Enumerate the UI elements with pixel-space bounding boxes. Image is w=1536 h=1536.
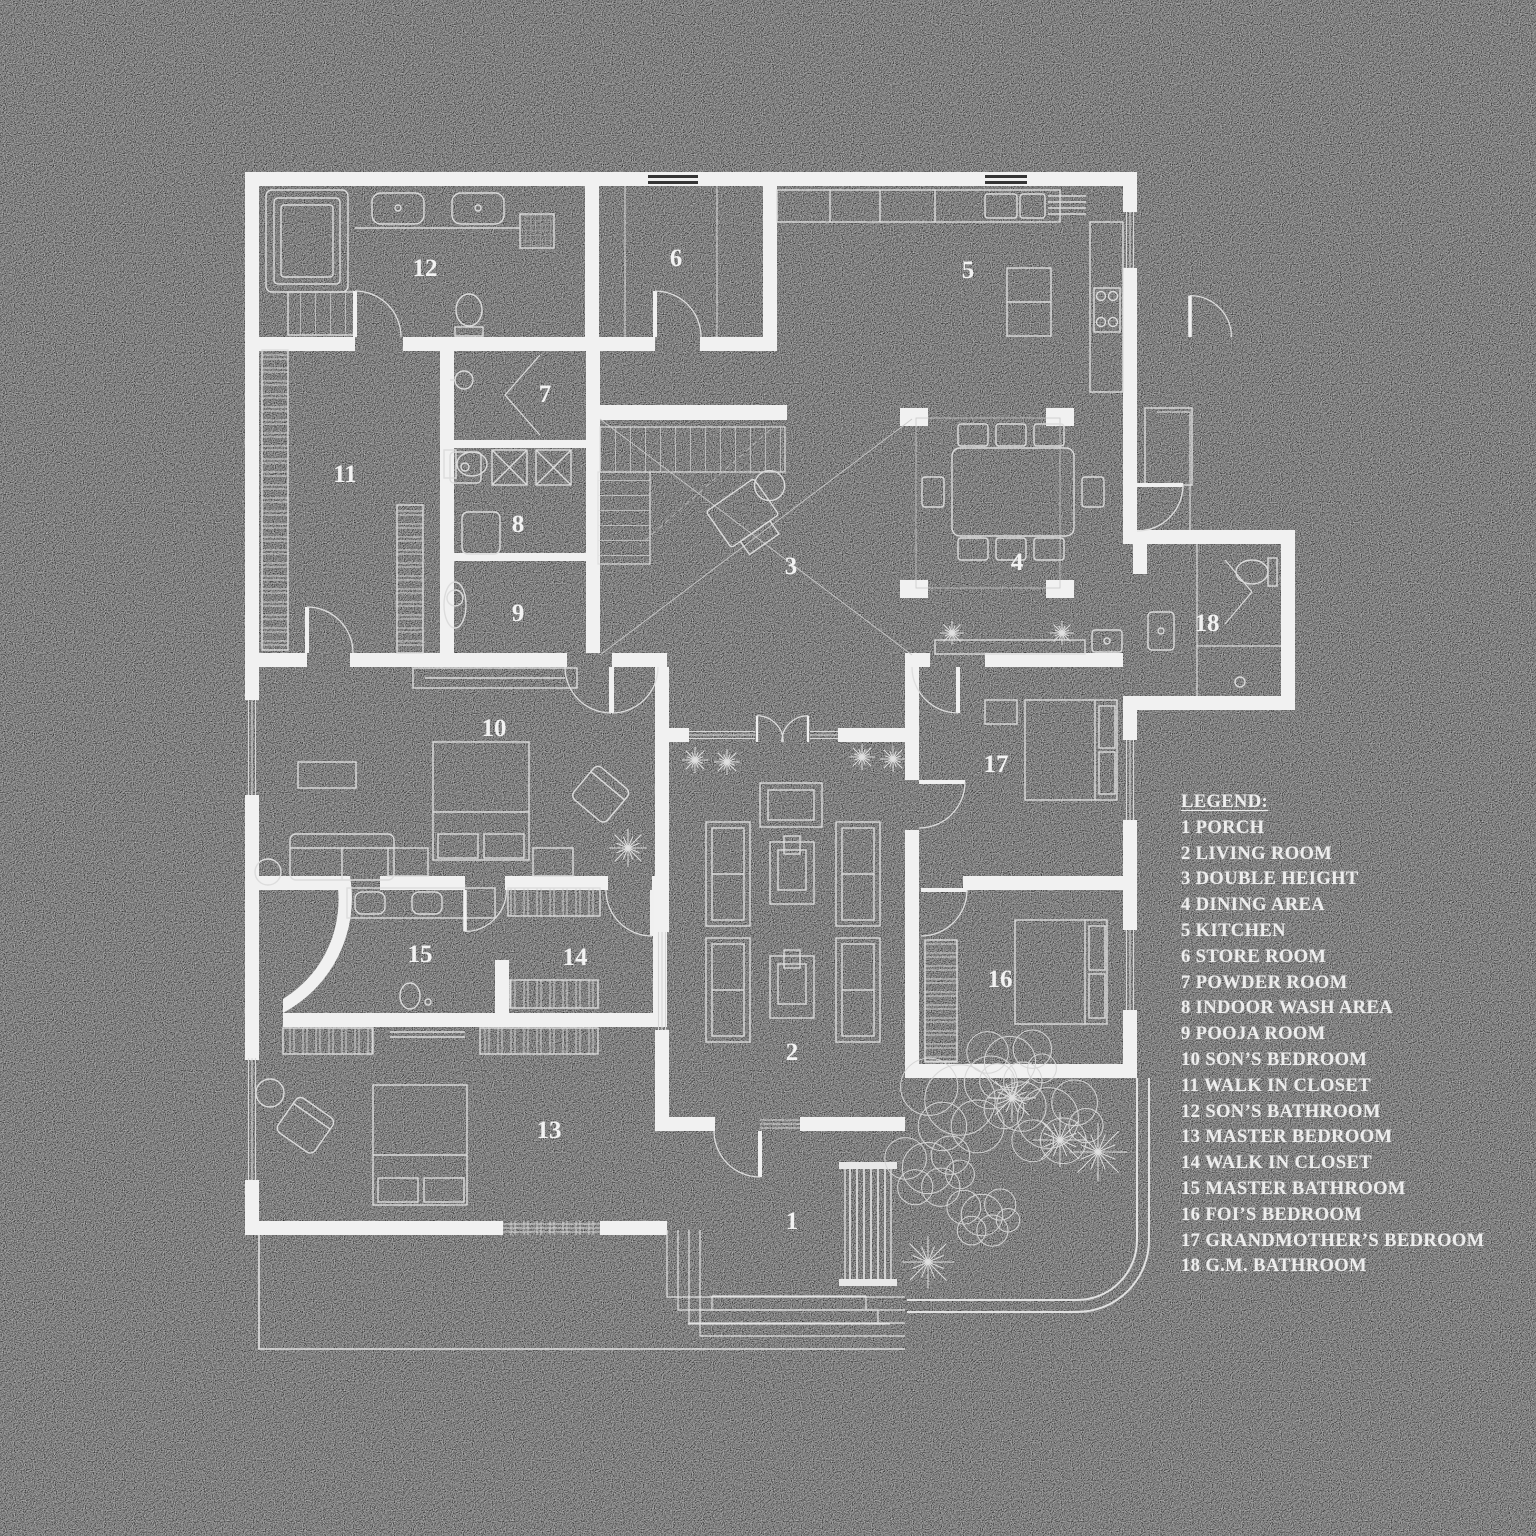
room-number-label: 14 — [563, 944, 589, 971]
room-number-label: 11 — [333, 461, 357, 488]
room-number-label: 13 — [537, 1117, 562, 1144]
room-number-label: 6 — [670, 245, 683, 272]
room-number-label: 4 — [1011, 549, 1024, 576]
room-number-label: 17 — [984, 751, 1009, 778]
window-sill-hatch — [503, 1221, 600, 1235]
terrace-and-compound — [258, 411, 1191, 1350]
legend-item: 8 INDOOR WASH AREA — [1181, 998, 1393, 1019]
living-room-furniture — [705, 782, 881, 1043]
room-number-label: 9 — [512, 600, 525, 627]
legend-item: 18 G.M. BATHROOM — [1181, 1256, 1367, 1277]
legend-items: 1 PORCH 2 LIVING ROOM 3 DOUBLE HEIGHT 4 DIN… — [1181, 816, 1485, 1280]
legend: LEGEND: 1 PORCH 2 LIVING ROOM 3 DOUBLE HEI… — [1181, 790, 1485, 1280]
legend-item: 2 LIVING ROOM — [1181, 843, 1333, 864]
furniture — [254, 186, 1281, 1286]
room-number-label: 18 — [1195, 610, 1220, 637]
legend-item: 7 POWDER ROOM — [1181, 972, 1348, 993]
room-number-label: 2 — [786, 1039, 799, 1066]
legend-item: 9 POOJA ROOM — [1181, 1024, 1326, 1045]
walls — [245, 172, 1295, 1235]
legend-item: 13 MASTER BEDROOM — [1181, 1127, 1393, 1148]
legend-item: 10 SON’S BEDROOM — [1181, 1049, 1368, 1070]
staircase — [597, 426, 786, 565]
room-number-label: 10 — [482, 715, 507, 742]
wall-vent-slots — [648, 175, 1027, 184]
room-number-label: 1 — [786, 1208, 799, 1235]
legend-item: 17 GRANDMOTHER’S BEDROOM — [1181, 1230, 1485, 1251]
room-number-label: 8 — [512, 511, 525, 538]
piano — [706, 469, 786, 556]
double-height-void-lines — [599, 417, 1061, 656]
legend-item: 3 DOUBLE HEIGHT — [1181, 869, 1359, 890]
legend-item: 16 FOI’S BEDROOM — [1181, 1204, 1363, 1225]
legend-title: LEGEND: — [1181, 792, 1269, 812]
room-number-label: 3 — [785, 553, 798, 580]
room-number-label: 15 — [408, 941, 433, 968]
legend-item: 4 DINING AREA — [1181, 895, 1325, 916]
room-number-label: 16 — [988, 966, 1013, 993]
legend-item: 15 MASTER BATHROOM — [1181, 1178, 1406, 1199]
room-number-label: 7 — [539, 381, 552, 408]
legend-item: 14 WALK IN CLOSET — [1181, 1153, 1372, 1174]
room-number-label: 12 — [413, 255, 438, 282]
legend-item: 1 PORCH — [1181, 817, 1265, 838]
legend-item: 12 SON’S BATHROOM — [1181, 1101, 1381, 1122]
room-number-label: 5 — [962, 257, 975, 284]
legend-item: 5 KITCHEN — [1181, 920, 1286, 941]
legend-item: 11 WALK IN CLOSET — [1181, 1075, 1371, 1096]
legend-item: 6 STORE ROOM — [1181, 946, 1327, 967]
